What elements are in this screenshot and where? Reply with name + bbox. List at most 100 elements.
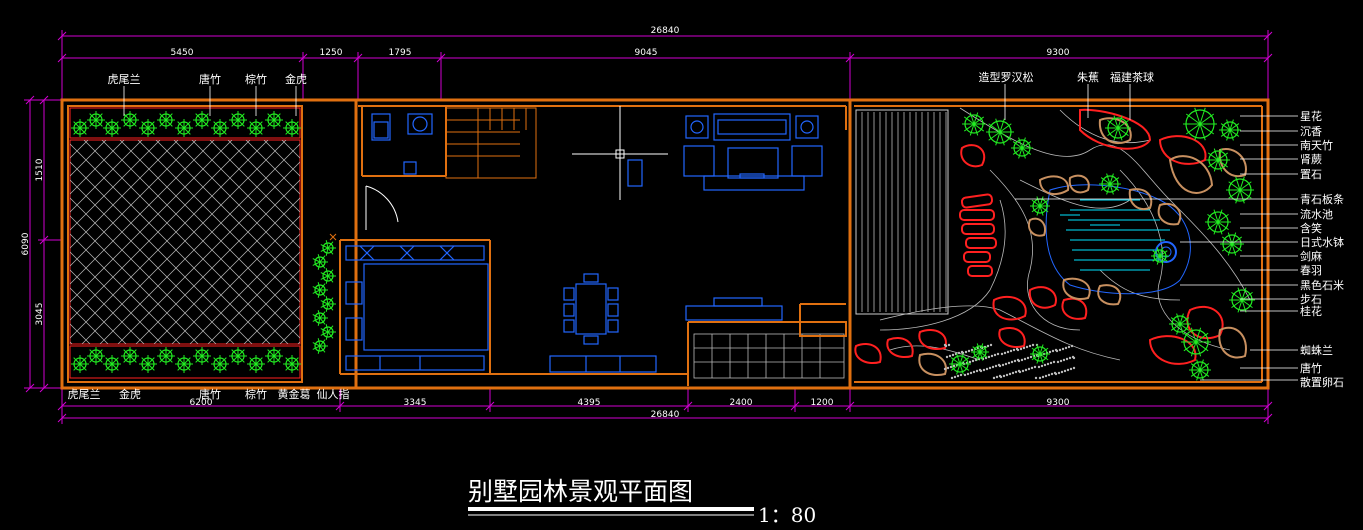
label-right-16: 散置卵石 [1300,375,1344,389]
shrub-symbol [1105,115,1131,141]
leader-lines [123,84,1298,381]
left-courtyard [69,107,301,379]
dimension-texts: 26840 5450 1250 1795 9045 9300 6200 3345… [21,26,1070,420]
shrub-symbol [247,119,265,137]
shrub-symbol [1030,344,1050,364]
shrub-symbol [1219,119,1241,141]
shrub-symbol [949,353,971,375]
shrub-symbol [1205,209,1231,235]
shrub-symbol [87,111,105,129]
shrub-symbol [312,310,328,326]
shrub-symbol [265,347,283,365]
label-top-right-2: 福建茶球 [1110,70,1154,84]
label-top-right-0: 造型罗汉松 [979,70,1034,84]
plant-symbols [71,107,1255,381]
label-top-left-3: 金虎 [285,72,307,86]
shrub-symbol [1181,327,1211,357]
label-right-3: 肾蕨 [1300,153,1322,166]
label-right-5: 青石板条 [1300,192,1344,206]
shrub-symbol [986,118,1014,146]
shrub-symbol [247,355,265,373]
shrub-symbol [265,111,283,129]
label-top-left-1: 唐竹 [199,72,221,86]
dim-bottom-4: 2400 [730,398,753,408]
shrub-symbol [229,111,247,129]
shrub-symbol [1011,137,1033,159]
shrub-symbol [71,355,89,373]
label-right-7: 含笑 [1300,221,1322,235]
dim-top-1: 5450 [171,48,194,58]
shrub-symbol [1099,173,1121,195]
shrub-symbol [139,119,157,137]
shrub-symbol [283,355,301,373]
dim-overall-bottom: 26840 [651,410,680,420]
dim-bottom-6: 9300 [1047,398,1070,408]
label-right-4: 置石 [1300,168,1322,181]
shrub-symbol [121,347,139,365]
drawing-title-block: 别墅园林景观平面图 1：80 [468,477,816,527]
dim-top-2: 1250 [320,48,343,58]
label-bottom-left-5: 仙人指 [317,387,350,401]
shrub-symbol [312,282,328,298]
dim-bottom-1: 6200 [190,398,213,408]
dim-top-3: 1795 [389,48,412,58]
dim-top-4: 9045 [635,48,658,58]
label-right-12: 步石 [1300,293,1322,306]
shrub-symbol [175,119,193,137]
dim-left-upper: 1510 [35,158,45,181]
dim-bottom-5: 1200 [811,398,834,408]
shrub-symbol [320,324,336,340]
shrub-symbol [193,111,211,129]
label-right-1: 沉香 [1300,125,1322,138]
label-top-left-0: 虎尾兰 [108,73,141,86]
shrub-symbol [211,119,229,137]
label-right-6: 流水池 [1300,207,1333,221]
shrub-symbol [962,112,986,136]
shrub-symbol [193,347,211,365]
shrub-symbol [1226,176,1254,204]
label-bottom-left-2: 唐竹 [199,387,221,401]
shrub-symbol [103,119,121,137]
label-right-13: 桂花 [1300,304,1322,318]
shrub-symbol [1189,359,1211,381]
shrub-symbol [1169,313,1191,335]
shrub-symbol [283,119,301,137]
shrub-symbol [1220,232,1244,256]
dimension-lines [24,30,1273,424]
shrub-symbol [121,111,139,129]
shrub-symbol [320,296,336,312]
label-top-left-2: 棕竹 [245,72,267,86]
shrub-symbol [971,343,989,361]
dim-left-overall: 6090 [21,232,31,255]
label-right-14: 蜘蛛兰 [1300,343,1333,357]
shrub-symbol [103,355,121,373]
label-bottom-left-1: 金虎 [119,387,141,401]
label-right-10: 春羽 [1300,264,1322,277]
label-bottom-left-0: 虎尾兰 [68,388,101,401]
dim-overall-top: 26840 [651,26,680,36]
dim-bottom-2: 3345 [404,398,427,408]
label-right-15: 唐竹 [1300,361,1322,375]
shrub-symbol [157,111,175,129]
label-bottom-left-3: 棕竹 [245,387,267,401]
shrub-symbol [1151,247,1169,265]
label-right-8: 日式水钵 [1300,235,1344,249]
label-bottom-left-4: 黄金葛 [278,387,311,401]
drawing-scale: 1：80 [758,503,816,527]
shrub-symbol [1206,148,1230,172]
dim-top-5: 9300 [1047,48,1070,58]
shrub-symbol [1183,107,1217,141]
label-right-9: 剑麻 [1300,249,1322,263]
dim-bottom-3: 4395 [578,398,601,408]
label-right-2: 南天竹 [1300,138,1333,152]
shrub-symbol [71,119,89,137]
label-right-11: 黑色石米 [1300,278,1344,292]
shrub-symbol [139,355,157,373]
shrub-symbol [87,347,105,365]
label-right-0: 星花 [1300,110,1322,123]
right-garden [854,107,1251,380]
shrub-symbol [211,355,229,373]
shrub-symbol [157,347,175,365]
shrub-symbol [312,338,328,354]
